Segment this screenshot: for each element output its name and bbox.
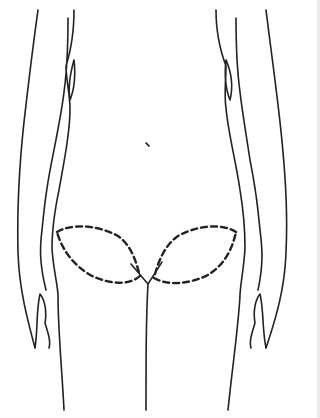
left-hand-outline — [35, 294, 50, 348]
navel-mark — [146, 143, 149, 146]
center-leg-line — [146, 284, 148, 410]
right-hand-outline — [250, 294, 266, 348]
right-elbow-loop — [225, 60, 231, 100]
right-groin-dashed-region — [154, 226, 236, 283]
left-elbow-loop — [69, 60, 75, 100]
right-arm-outer-line — [266, 10, 287, 348]
left-groin-dashed-region — [57, 226, 140, 282]
left-arm-outer-line — [18, 10, 38, 348]
right-arm-inner-line — [236, 18, 262, 290]
right-torso-side-line — [216, 10, 245, 410]
